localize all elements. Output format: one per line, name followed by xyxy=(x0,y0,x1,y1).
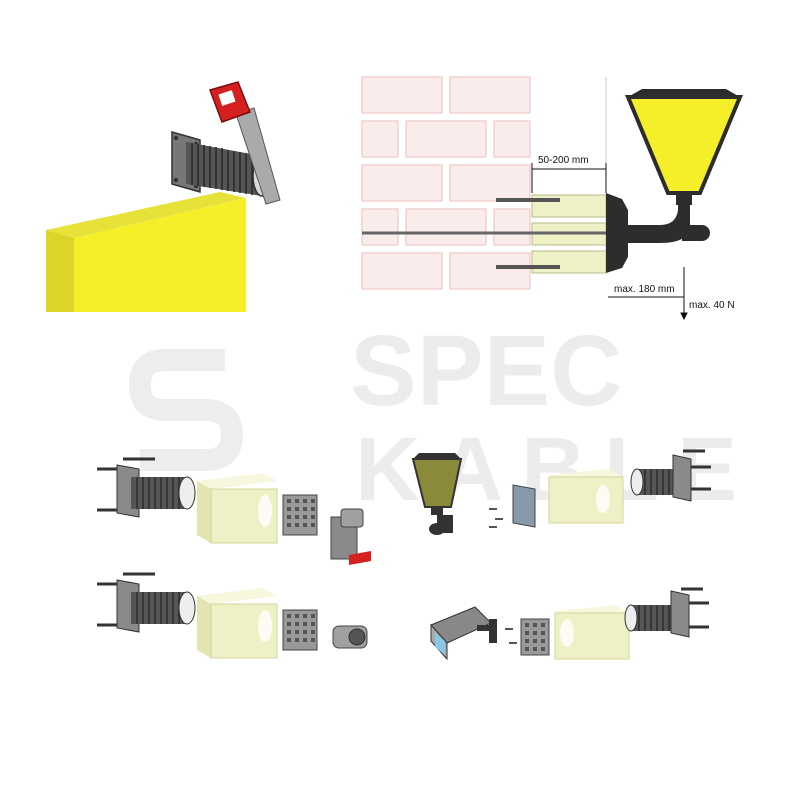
insulation-block xyxy=(554,605,630,660)
wall-lantern-icon xyxy=(411,453,463,535)
cover-grid xyxy=(282,609,318,651)
hand-saw-icon xyxy=(209,81,281,205)
cross-section-diagram: 50-200 mm max. 180 mm max. 40 N xyxy=(361,76,743,320)
security-camera-icon xyxy=(430,606,497,661)
projection-label: max. 180 mm xyxy=(614,284,675,295)
wall-socket-icon xyxy=(330,508,371,565)
mounting-plate xyxy=(670,590,690,638)
lamp-mount-plate xyxy=(512,484,536,528)
dimension-lines xyxy=(531,163,688,320)
load-label: max. 40 N xyxy=(689,300,735,311)
wall-lantern-icon xyxy=(625,89,743,243)
motion-sensor-icon xyxy=(332,625,368,649)
lamp-flange xyxy=(606,193,628,273)
anchor-bolts xyxy=(496,198,560,269)
insulation-block xyxy=(548,469,624,524)
brick-wall xyxy=(361,76,531,290)
watermark-line-1: SPEC xyxy=(350,315,622,427)
cover-grid xyxy=(282,494,318,536)
mounting-plate xyxy=(672,454,692,502)
insulation-block xyxy=(197,588,278,659)
lantern-assembly xyxy=(411,449,711,535)
corrugated-tube xyxy=(624,604,675,632)
cutting-illustration xyxy=(46,81,281,312)
anchor-bolts xyxy=(681,587,709,629)
corrugated-tube xyxy=(131,476,196,510)
camera-assembly xyxy=(430,587,709,661)
insulation-thickness-label: 50-200 mm xyxy=(538,155,589,166)
anchor-bolts xyxy=(683,449,711,491)
watermark-logo xyxy=(128,349,244,471)
insulation-block-front xyxy=(46,230,74,312)
screws xyxy=(489,508,503,528)
corrugated-tube xyxy=(131,591,196,625)
corrugated-tube xyxy=(630,468,677,496)
sensor-assembly xyxy=(97,572,368,659)
socket-assembly xyxy=(97,457,371,565)
insulation-block xyxy=(197,473,278,544)
cover-grid xyxy=(520,618,550,656)
insulation-block-top xyxy=(46,192,246,238)
screws xyxy=(505,628,517,644)
insulation-block-face xyxy=(74,198,246,312)
